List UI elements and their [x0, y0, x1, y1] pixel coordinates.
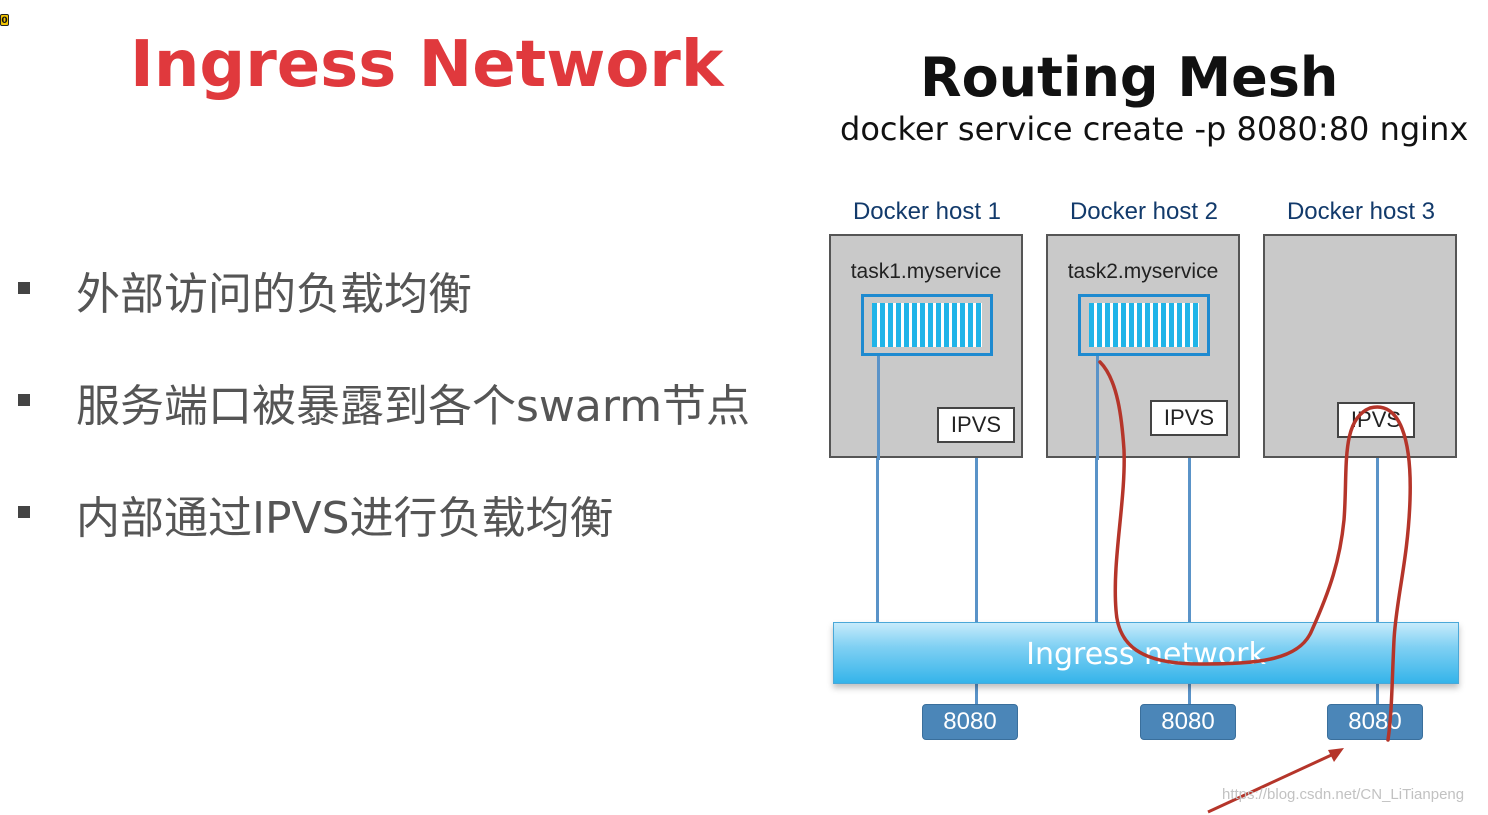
- ipvs-box: IPVS: [1150, 400, 1228, 436]
- host-label-1: Docker host 1: [852, 198, 1002, 225]
- container-icon: [861, 294, 993, 356]
- slide-title: Ingress Network: [130, 28, 724, 102]
- arrow-head-icon: [1328, 748, 1344, 762]
- ipvs-box: IPVS: [937, 407, 1015, 443]
- docker-host-1: task1.myservice IPVS: [829, 234, 1023, 460]
- port-badge-1: 8080: [922, 704, 1018, 740]
- connector-line: [975, 443, 978, 623]
- request-path-annotation: [1098, 360, 1412, 742]
- docker-host-2: task2.myservice IPVS: [1046, 234, 1240, 460]
- port-badge-3: 8080: [1327, 704, 1423, 740]
- connector-line: [1096, 356, 1099, 460]
- connector-line: [876, 354, 879, 622]
- host-label-3: Docker host 3: [1286, 198, 1436, 225]
- watermark: https://blog.csdn.net/CN_LiTianpeng: [1222, 786, 1465, 803]
- connector-line: [1095, 354, 1098, 622]
- connector-line: [1376, 436, 1379, 623]
- bullet-square-icon: [18, 282, 30, 294]
- connector-line: [1188, 436, 1191, 623]
- routing-mesh-title: Routing Mesh: [920, 46, 1339, 109]
- bullet-text: 服务端口被暴露到各个swarm节点: [76, 381, 751, 432]
- incoming-arrow-line: [1207, 750, 1339, 814]
- container-icon: [1078, 294, 1210, 356]
- task-label: task2.myservice: [1067, 260, 1219, 283]
- bullet-text: 内部通过IPVS进行负载均衡: [76, 493, 614, 544]
- docker-command: docker service create -p 8080:80 nginx: [840, 110, 1469, 148]
- port-badge-2: 8080: [1140, 704, 1236, 740]
- bullet-text: 外部访问的负载均衡: [76, 269, 472, 320]
- corner-marker-icon: 0: [0, 14, 9, 26]
- bullet-square-icon: [18, 394, 30, 406]
- bullet-square-icon: [18, 506, 30, 518]
- connector-line: [975, 684, 978, 704]
- host-label-2: Docker host 2: [1069, 198, 1219, 225]
- connector-line: [1376, 684, 1379, 704]
- connector-line: [877, 356, 880, 460]
- task-label: task1.myservice: [850, 260, 1002, 283]
- connector-line: [1188, 684, 1191, 704]
